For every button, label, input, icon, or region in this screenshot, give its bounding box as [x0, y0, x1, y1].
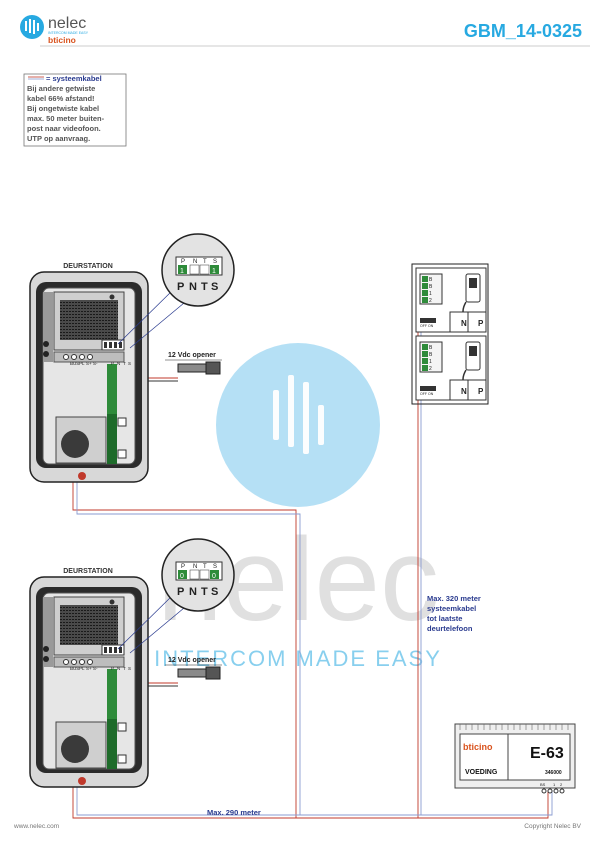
door-opener-icon: [177, 666, 221, 680]
terminal-label-pl: PL: [79, 666, 85, 671]
handset-terminal-3: 1: [429, 359, 432, 365]
handset-2: B B 1 2 OFF ON N P: [415, 335, 487, 401]
handset-p: P: [478, 319, 484, 328]
zoom-label-s: S: [211, 281, 218, 293]
legend-title: = systeemkabel: [46, 74, 102, 83]
handset-switch-label: OFF ON: [420, 392, 434, 396]
switch-header-p: P: [181, 564, 185, 570]
note-line-1: Max. 320 meter: [427, 594, 481, 603]
bticino-logo: bticino: [48, 35, 88, 45]
zoom-label-n: N: [189, 281, 197, 293]
handset-1: B B 1 2 OFF ON N P: [411, 263, 489, 405]
max-290-note: Max. 290 meter: [207, 808, 261, 817]
switch-value-p: 0: [180, 573, 184, 580]
opener-term-s: S: [128, 666, 131, 671]
switch-header-t: T: [203, 259, 207, 265]
switch-header-s: S: [213, 259, 217, 265]
psu-brand: bticino: [463, 742, 493, 752]
brand-name: bticino: [48, 35, 76, 45]
watermark: nelec INTERCOM MADE EASY: [154, 343, 442, 671]
footer-website: www.nelec.com: [13, 823, 59, 830]
handset-terminal-2: B: [429, 284, 433, 290]
footer-copyright: Copyright Nelec BV: [524, 823, 581, 830]
terminal-label-splus: S+: [86, 666, 92, 671]
opener-label: 12 Vdc opener: [168, 352, 216, 359]
handset-n: N: [461, 319, 467, 328]
zoom-label-p: P: [177, 281, 184, 293]
switch-header-s: S: [213, 564, 217, 570]
legend-line-6: UTP op aanvraag.: [27, 134, 90, 143]
handset-terminal-1: B: [429, 345, 433, 351]
opener-term-n: N: [117, 361, 120, 366]
door-station-label: DEURSTATION: [63, 568, 113, 575]
max-320-note: Max. 320 meter systeemkabel tot laatste …: [427, 594, 481, 633]
zoom-label-n: N: [189, 586, 197, 598]
handset-switch-label: OFF ON: [420, 324, 434, 328]
switch-header-t: T: [203, 564, 207, 570]
psu-label: VOEDING: [465, 769, 498, 776]
psu-term-1: 1: [553, 782, 556, 787]
zoom-label-p: P: [177, 586, 184, 598]
handset-terminal-2: B: [429, 352, 433, 358]
zoom-label-s: S: [211, 586, 218, 598]
opener-term-t: T: [123, 666, 126, 671]
opener-term-s: S: [128, 361, 131, 366]
terminal-label-splus: S+: [86, 361, 92, 366]
switch-value-s: 1: [212, 268, 216, 275]
psu-code: 346000: [545, 770, 562, 776]
zoom-label-t: T: [201, 281, 208, 293]
psu-term-2: 2: [560, 782, 563, 787]
legend-line-4: max. 50 meter buiten-: [27, 114, 105, 123]
handset-terminal-4: 2: [429, 366, 432, 372]
door-opener-icon: [177, 361, 221, 375]
switch-value-p: 1: [180, 268, 184, 275]
terminal-label-smin: S-: [93, 666, 98, 671]
note-line-3: tot laatste: [427, 614, 462, 623]
switch-header-n: N: [193, 259, 197, 265]
opener-term-p: P: [111, 666, 114, 671]
watermark-tagline: INTERCOM MADE EASY: [154, 646, 442, 671]
opener-term-n: N: [117, 666, 120, 671]
switch-header-n: N: [193, 564, 197, 570]
legend-line-3: Bij ongetwiste kabel: [27, 104, 99, 113]
legend-line-5: post naar videofoon.: [27, 124, 101, 133]
handset-p: P: [478, 387, 484, 396]
terminal-label-pl: PL: [79, 361, 85, 366]
switch-header-p: P: [181, 259, 185, 265]
legend-line-1: Bij andere getwiste: [27, 84, 95, 93]
legend-line-2: kabel 66% afstand!: [27, 94, 95, 103]
terminal-label-bus: BUS: [70, 361, 79, 366]
doc-code: GBM_14-0325: [464, 21, 582, 41]
psu-model: E-63: [530, 745, 564, 762]
handset-terminal-3: 1: [429, 291, 432, 297]
handset-terminal-1: B: [429, 277, 433, 283]
opener-term-t: T: [123, 361, 126, 366]
note-line-4: deurtelefoon: [427, 624, 473, 633]
handset-terminal-4: 2: [429, 298, 432, 304]
door-station-label: DEURSTATION: [63, 263, 113, 270]
opener-label: 12 Vdc opener: [168, 657, 216, 664]
legend-box: = systeemkabel Bij andere getwiste kabel…: [23, 73, 127, 147]
terminal-label-bus: BUS: [70, 666, 79, 671]
opener-term-p: P: [111, 361, 114, 366]
logo-name: nelec: [48, 15, 86, 32]
psu-term-bs: BS: [540, 782, 546, 787]
door-station-1: DEURSTATION BUS PL S+ S- P N T S P N T S…: [29, 233, 235, 483]
switch-value-s: 0: [212, 573, 216, 580]
handset-n: N: [461, 387, 467, 396]
logo-sub: INTERCOM MADE EASY: [48, 31, 89, 35]
zoom-label-t: T: [201, 586, 208, 598]
header: nelec INTERCOM MADE EASY bticino GBM_14-…: [20, 15, 590, 47]
door-station-2: DEURSTATION BUS PL S+ S- P N T S P N T S…: [29, 538, 235, 788]
terminal-label-smin: S-: [93, 361, 98, 366]
power-supply: bticino E-63 VOEDING 346000 BS 1 2: [454, 723, 576, 794]
nelec-logo-icon: [20, 15, 44, 39]
note-line-2: systeemkabel: [427, 604, 476, 613]
